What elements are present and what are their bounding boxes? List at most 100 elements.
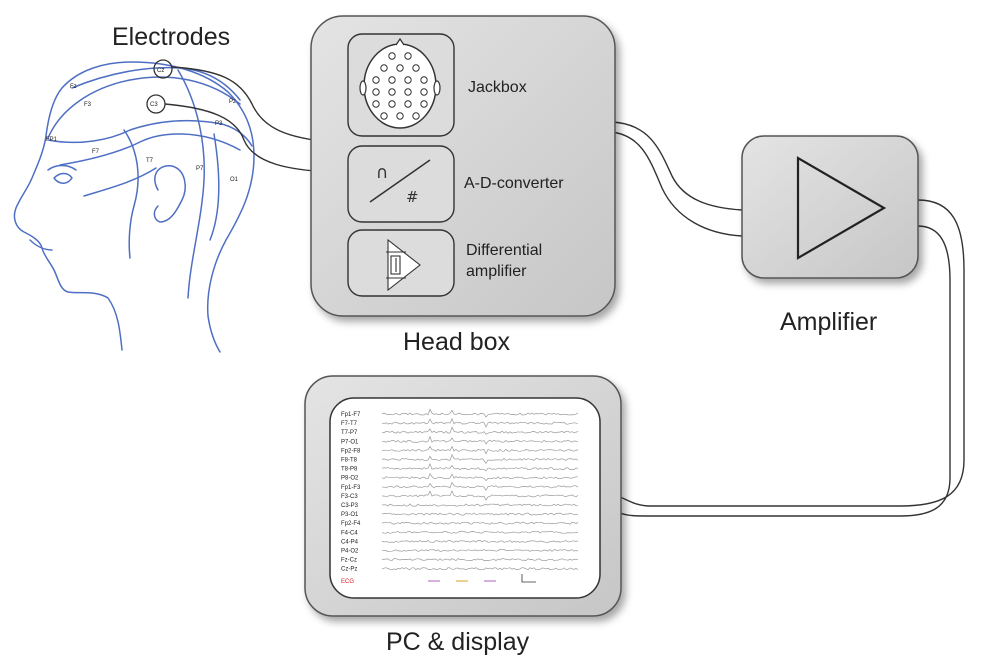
eeg-trace: [381, 490, 579, 501]
jack-socket: [388, 76, 396, 84]
electrode-sites: Fz F3 Cz C3 Pz P3 FP1 F7 T7 P7 O1: [46, 68, 239, 183]
ad-digital-symbol: #: [406, 188, 419, 206]
eeg-channel-label: P7-O1: [341, 439, 359, 445]
site-fz: Fz: [70, 84, 77, 90]
eeg-channel-label: F3-C3: [341, 494, 358, 500]
site-pz: Pz: [229, 99, 236, 105]
ecg-label: ECG: [341, 579, 354, 585]
amplifier-box: [741, 135, 919, 279]
jack-socket: [412, 112, 420, 120]
jack-socket: [380, 112, 388, 120]
site-cz: Cz: [157, 68, 164, 74]
site-f3: F3: [84, 102, 92, 108]
ecg-markers: [428, 574, 536, 583]
eeg-trace: [381, 426, 579, 435]
jack-socket: [396, 112, 404, 120]
eeg-channel-label: Fp2-F8: [341, 448, 361, 454]
wire-hb-amp-2: [611, 131, 743, 237]
eeg-traces: [381, 408, 579, 571]
eeg-trace: [381, 558, 579, 562]
jack-socket: [372, 76, 380, 84]
site-c3: C3: [150, 102, 158, 108]
jack-socket: [372, 88, 380, 96]
jack-socket: [412, 64, 420, 72]
pc-display-label: PC & display: [386, 628, 530, 656]
eeg-trace: [381, 539, 579, 543]
eeg-channel-label: P3-O1: [341, 512, 359, 518]
head-outline: [13, 61, 255, 353]
jack-socket: [404, 88, 412, 96]
head-box-label: Head box: [403, 328, 511, 356]
electrode-cz-marker: [153, 59, 173, 79]
jack-socket: [388, 100, 396, 108]
amplifier-triangle-icon: [796, 156, 887, 260]
eeg-trace: [381, 462, 579, 472]
wire-cz: [171, 66, 331, 143]
eeg-trace: [381, 417, 579, 428]
jack-socket: [372, 100, 380, 108]
eeg-channel-label: Fp2-F4: [341, 521, 361, 527]
eeg-channel-label: F4-C4: [341, 530, 358, 536]
eeg-channel-label: Fp1-F3: [341, 485, 361, 491]
eeg-channel-label: F8-T8: [341, 458, 358, 464]
wire-c3: [164, 103, 331, 173]
eeg-trace: [381, 445, 579, 455]
eeg-trace: [381, 512, 579, 516]
eeg-trace: [381, 567, 579, 571]
eeg-channel-label: Fz-Cz: [341, 558, 357, 564]
jack-socket: [420, 88, 428, 96]
wire-hb-amp-1: [611, 121, 743, 211]
wire-amp-pc-1: [619, 199, 965, 507]
eeg-channel-label: T7-P7: [341, 430, 358, 436]
amplifier-label: Amplifier: [780, 308, 877, 336]
head-box: Jackbox ∩ # A-D-converter Differential a…: [310, 15, 616, 317]
jack-socket: [420, 100, 428, 108]
eeg-trace: [381, 472, 578, 482]
jack-socket: [380, 64, 388, 72]
ad-converter-label: A-D-converter: [464, 175, 564, 192]
jack-socket: [420, 76, 428, 84]
site-p7: P7: [196, 166, 204, 172]
eeg-trace: [381, 549, 579, 552]
ad-converter-icon: ∩ #: [369, 159, 431, 206]
mouth-line: [29, 239, 53, 251]
eeg-trace: [381, 454, 579, 465]
eeg-channel-label: C3-P3: [341, 503, 359, 509]
eeg-channel-labels: Fp1-F7F7-T7T7-P7P7-O1Fp2-F8F8-T8T8-P8P8-…: [341, 412, 361, 573]
jackbox-label: Jackbox: [468, 79, 527, 96]
eeg-trace: [381, 521, 579, 525]
site-o1: O1: [230, 177, 239, 183]
site-fp1: FP1: [46, 137, 58, 143]
head-illustration: [13, 61, 255, 353]
amplifier-body: [741, 135, 919, 279]
jack-socket: [388, 88, 396, 96]
eeg-trace: [381, 503, 578, 507]
jack-socket: [404, 76, 412, 84]
ear: [153, 165, 186, 223]
eeg-channel-label: Cz-Pz: [341, 567, 357, 573]
wire-amp-pc-2: [619, 225, 951, 517]
eeg-trace: [381, 435, 579, 445]
diff-amp-label-line1: Differential: [466, 242, 542, 259]
eeg-channel-label: F7-T7: [341, 421, 358, 427]
jackbox-icon: [359, 37, 441, 129]
jack-socket: [388, 52, 396, 60]
ad-analog-symbol: ∩: [376, 163, 388, 183]
display-screen: [329, 397, 601, 599]
jack-socket: [404, 100, 412, 108]
eeg-channel-label: Fp1-F7: [341, 412, 361, 418]
eeg-channel-label: P4-O2: [341, 549, 359, 555]
eye: [53, 172, 73, 184]
diff-amp-icon: [386, 238, 421, 292]
diff-amp-label-line2: amplifier: [466, 263, 527, 280]
wires: [164, 66, 965, 517]
ad-converter-panel: [347, 145, 455, 223]
jack-socket: [404, 52, 412, 60]
site-f7: F7: [92, 149, 100, 155]
site-p3: P3: [215, 121, 223, 127]
eeg-channel-label: P8-O2: [341, 476, 359, 482]
electrodes-label: Electrodes: [112, 23, 230, 51]
site-t7: T7: [146, 158, 154, 164]
eeg-channel-label: T8-P8: [341, 467, 358, 473]
